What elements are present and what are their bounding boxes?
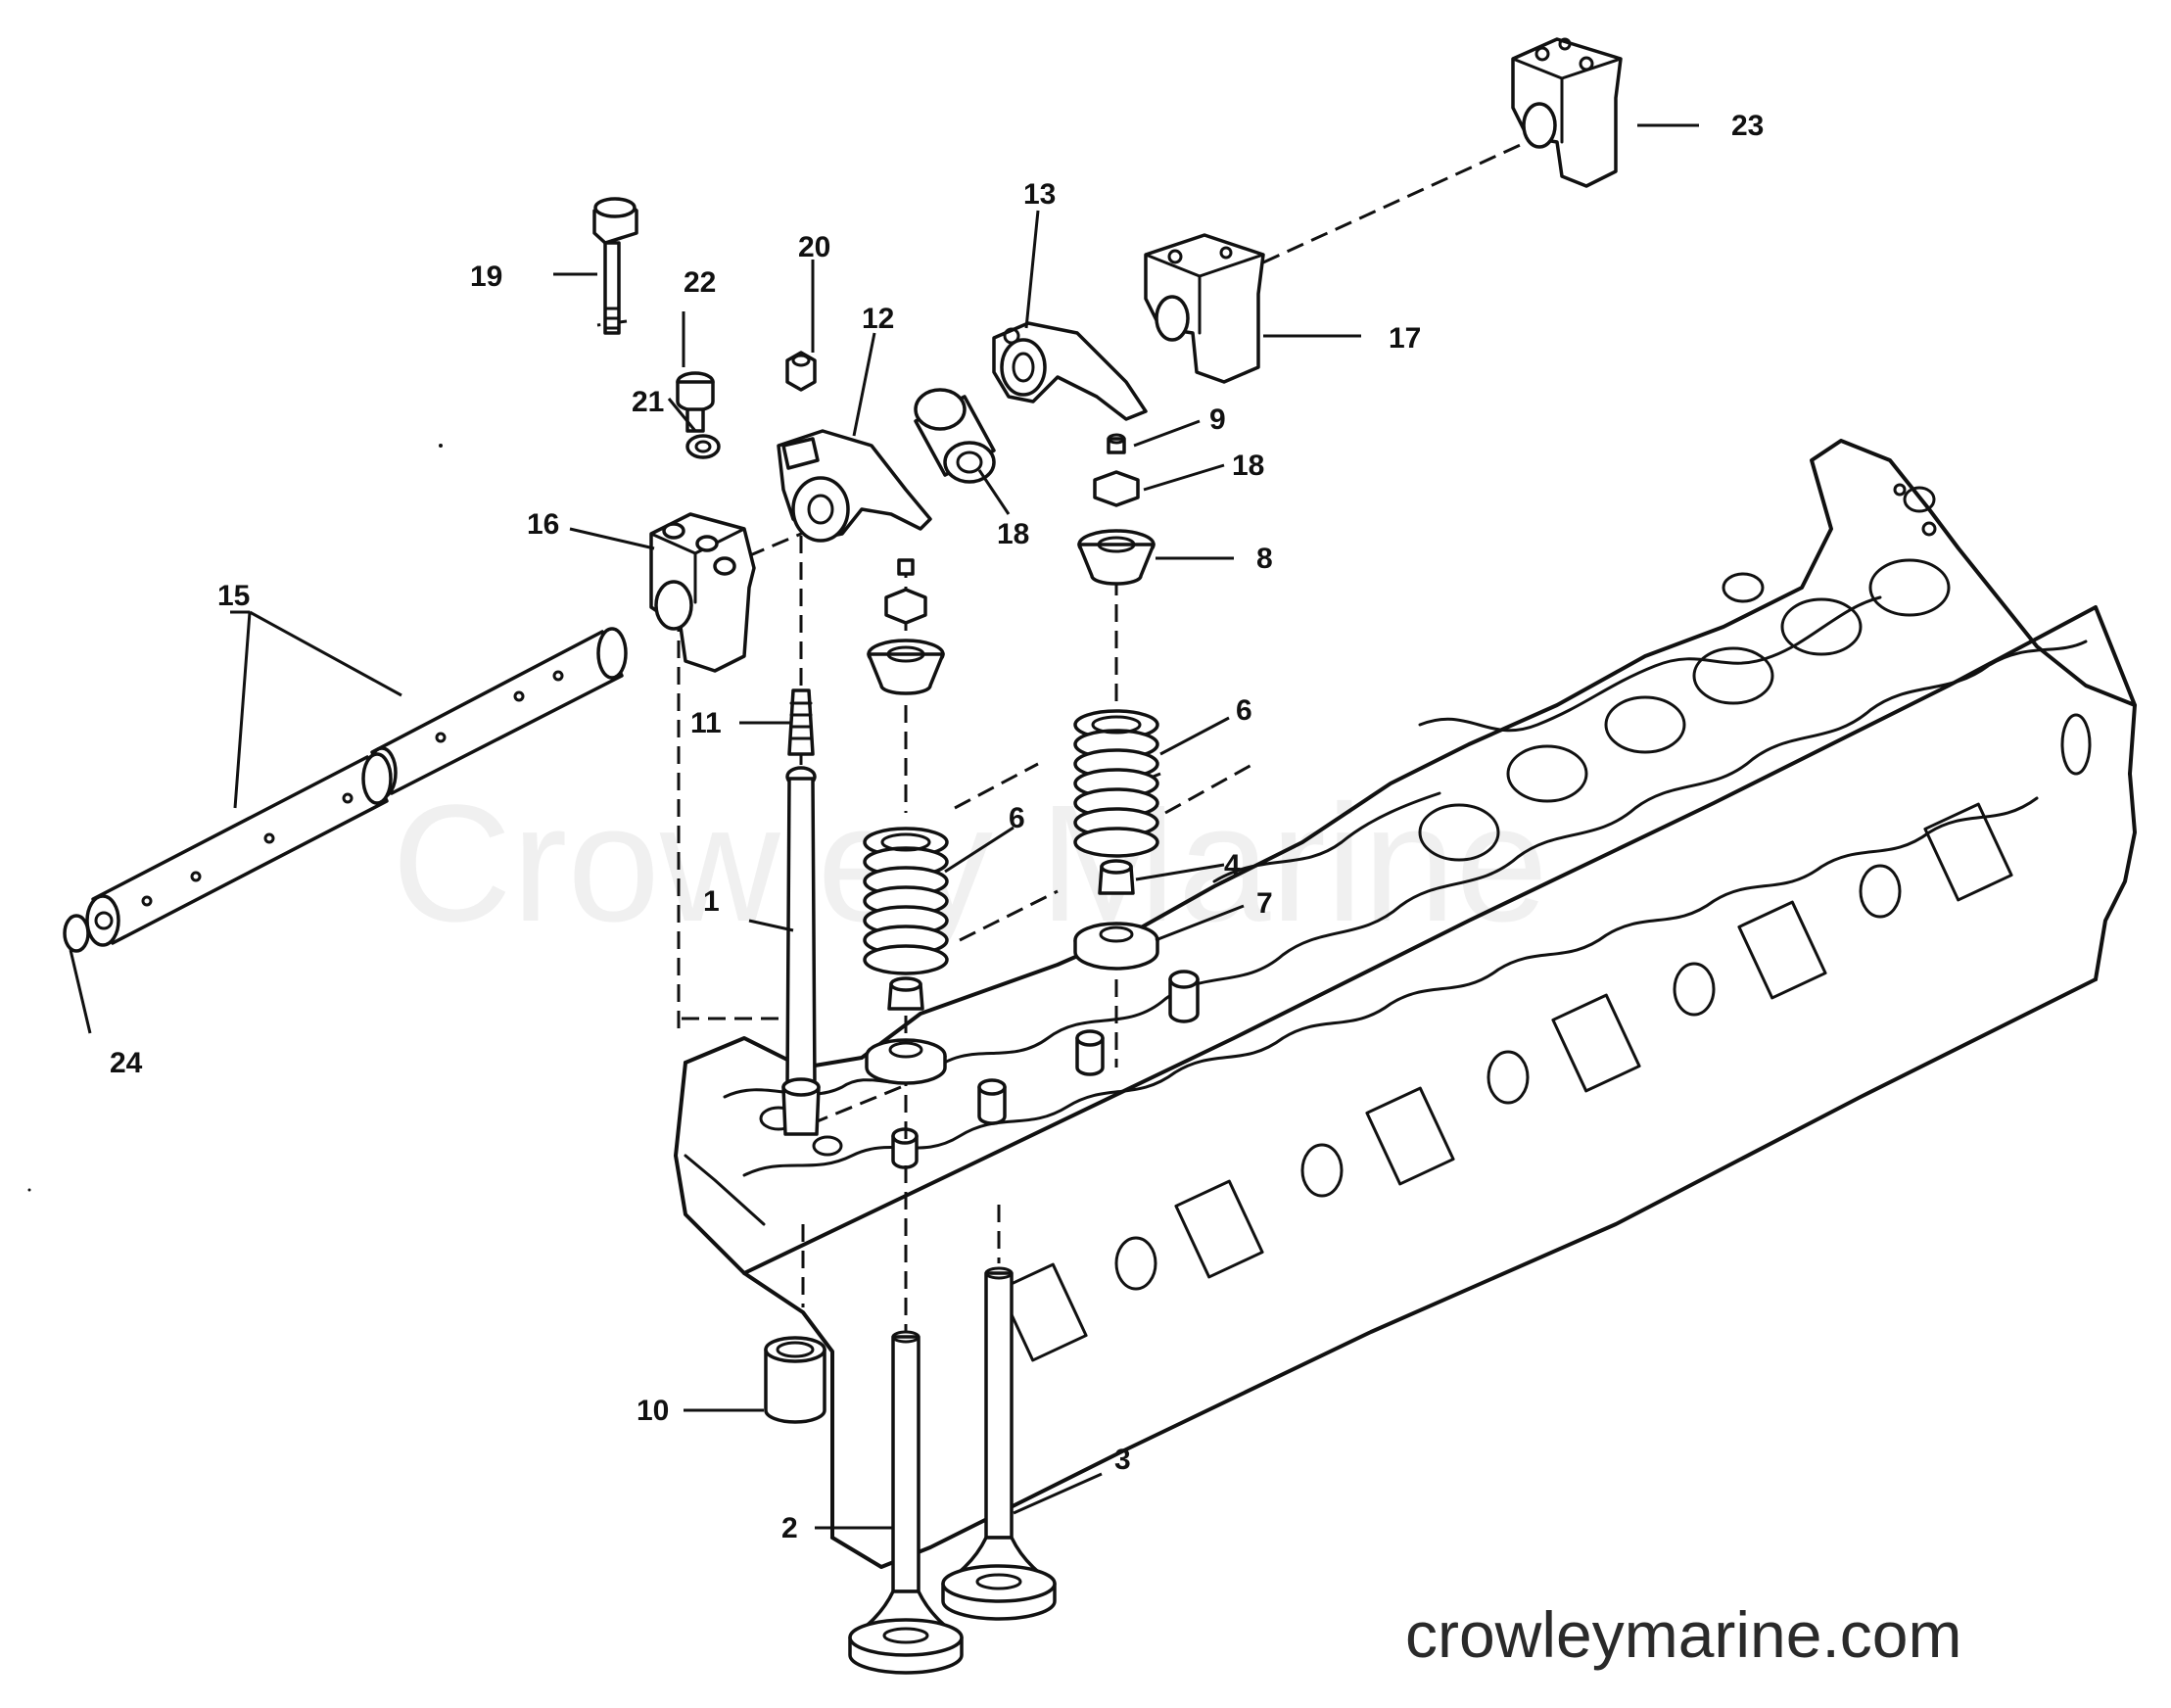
rocker-shaft-14 bbox=[85, 627, 628, 947]
callout-13: 13 bbox=[1023, 178, 1056, 211]
rocker-support-16 bbox=[1144, 233, 1265, 384]
speck bbox=[27, 1188, 31, 1192]
spacer-19 bbox=[914, 388, 996, 484]
valve-spring-left bbox=[863, 827, 949, 975]
rocker-support-15 bbox=[649, 512, 756, 673]
callout-10: 10 bbox=[637, 1395, 669, 1427]
callout-2: 2 bbox=[781, 1512, 798, 1544]
callout-18: 18 bbox=[1232, 450, 1264, 482]
callout-21: 20 bbox=[798, 231, 830, 263]
bolt-23 bbox=[676, 371, 715, 433]
plug-24 bbox=[63, 914, 90, 953]
head-side-ports bbox=[998, 802, 2013, 1362]
callout-6-left: 6 bbox=[1009, 802, 1025, 834]
website-label: crowleymarine.com bbox=[1405, 1598, 1961, 1671]
callout-1: 1 bbox=[703, 885, 720, 918]
callout-16: 17 bbox=[1389, 322, 1421, 355]
push-rod-1 bbox=[781, 766, 821, 1136]
valve-2 bbox=[848, 1330, 964, 1675]
cap-left bbox=[897, 558, 915, 576]
callout-3: 3 bbox=[1114, 1444, 1131, 1476]
rocker-arm-13 bbox=[992, 321, 1148, 421]
watermark-text: Crowley Marine bbox=[392, 771, 1548, 957]
adjusting-screw-11 bbox=[787, 688, 815, 756]
callout-12: 12 bbox=[862, 303, 894, 335]
rocker-support-17 bbox=[1511, 37, 1623, 188]
callout-labels: 23 13 17 20 12 19 22 21 9 18 18 16 8 15 … bbox=[110, 110, 1764, 1544]
callout-8: 8 bbox=[1256, 543, 1273, 575]
cotter-18 bbox=[1093, 470, 1140, 507]
callout-22: 21 bbox=[632, 386, 664, 418]
callout-14: 15 bbox=[217, 580, 250, 612]
callout-23: 22 bbox=[684, 266, 716, 299]
valve-stack-right bbox=[1073, 433, 1159, 971]
speck bbox=[439, 444, 443, 448]
tappet-10 bbox=[764, 1336, 826, 1424]
callout-17: 23 bbox=[1731, 110, 1764, 142]
callout-6-right: 6 bbox=[1236, 694, 1252, 727]
callout-19: 18 bbox=[997, 518, 1029, 550]
bolt-20 bbox=[592, 197, 638, 335]
callout-11: 11 bbox=[690, 707, 722, 739]
rocker-arm-12 bbox=[777, 429, 932, 543]
callout-7: 7 bbox=[1256, 887, 1273, 920]
washer-22 bbox=[685, 434, 721, 459]
head-dowels bbox=[759, 970, 1200, 1169]
callout-24: 24 bbox=[110, 1047, 143, 1079]
valve-stack-left bbox=[863, 558, 949, 1085]
valve-spring-right bbox=[1073, 709, 1159, 858]
callout-9: 9 bbox=[1209, 403, 1226, 436]
valve-3 bbox=[941, 1266, 1057, 1621]
nut-21 bbox=[785, 351, 817, 392]
head-bores bbox=[1418, 483, 2092, 862]
callout-20: 19 bbox=[470, 261, 502, 293]
callout-4: 4 bbox=[1224, 849, 1241, 881]
cotter-left bbox=[884, 588, 927, 625]
callout-15: 16 bbox=[527, 508, 559, 541]
leader-lines bbox=[69, 123, 1699, 1530]
